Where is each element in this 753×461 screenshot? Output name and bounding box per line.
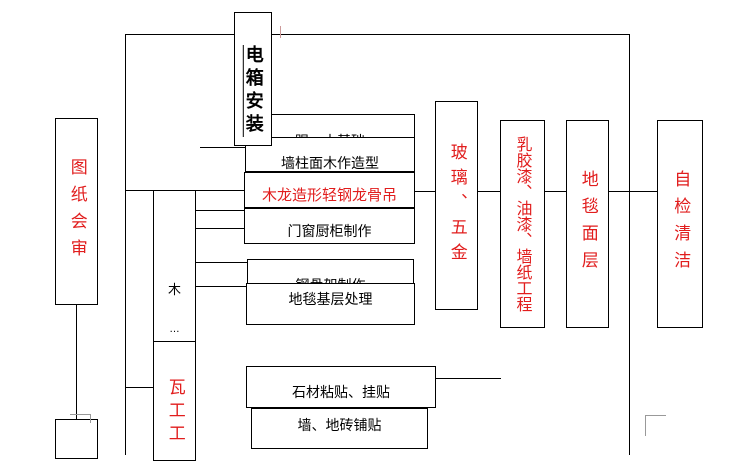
- glass-hardware-label: 玻璃、五金: [446, 143, 467, 268]
- corner-mark-right: [645, 415, 666, 436]
- connector-wood-3: [195, 210, 244, 211]
- task-door-cabinet-label: 门窗厨柜制作: [287, 224, 372, 240]
- task-tile-label: 墙、地砖铺贴: [297, 418, 382, 434]
- glass-hardware-box: 玻璃、五金: [435, 101, 478, 310]
- frame-left-line: [125, 34, 126, 455]
- task-wood-keel-box: 木龙造形轻钢龙骨吊: [244, 172, 415, 208]
- connector-frame-to-tile: [125, 387, 154, 388]
- wood-label: 木: [167, 283, 181, 298]
- connector-tasks-to-glass: [414, 191, 436, 192]
- self-inspect-label: 自检清洁: [670, 170, 691, 278]
- drawing-review-box: 图纸会审: [55, 118, 98, 305]
- frame-right-line: [629, 34, 630, 455]
- wood-work-box: 木 …: [153, 190, 196, 342]
- task-carpet-base-box: 地毯基层处理: [246, 283, 415, 325]
- frame-top-line: [125, 34, 630, 35]
- carpet-surface-box: 地毯面层: [566, 120, 609, 328]
- task-wall-wood-label: 墙柱面木作造型: [281, 156, 379, 172]
- drawing-review-label: 图纸会审: [66, 157, 87, 266]
- electrical-box: 电箱安装: [234, 12, 272, 146]
- connector-wood-2: [195, 190, 244, 191]
- task-wall-wood-box: 墙柱面木作造型: [245, 137, 415, 172]
- connector-paint-to-carpet: [545, 191, 567, 192]
- carpet-surface-label: 地毯面层: [577, 170, 598, 278]
- connector-wood-5: [195, 262, 247, 263]
- tile-work-box: 瓦工工: [153, 341, 196, 461]
- electrical-box-label: 电箱安装: [242, 45, 264, 137]
- cursor-mark: [280, 26, 281, 38]
- connector-review-down: [76, 304, 77, 420]
- wood-label-cut: …: [169, 324, 180, 335]
- connector-wood-6: [195, 286, 247, 287]
- task-carpet-base-label: 地毯基层处理: [288, 292, 373, 308]
- latex-paint-box: 乳胶漆、油漆、墙纸工程: [500, 120, 545, 328]
- connector-carpet-to-inspect: [608, 191, 658, 192]
- connector-stone-right: [436, 378, 501, 379]
- connector-glass-to-paint: [477, 191, 501, 192]
- task-wood-keel-label: 木龙造形轻钢龙骨吊: [261, 186, 397, 204]
- task-door-cabinet-box: 门窗厨柜制作: [244, 208, 415, 244]
- corner-mark-left: [70, 414, 91, 423]
- connector-frame-to-wood: [125, 190, 154, 191]
- bottom-left-box: [55, 419, 98, 459]
- latex-paint-label: 乳胶漆、油漆、墙纸工程: [513, 136, 533, 312]
- connector-wood-4: [195, 228, 244, 229]
- task-stone-label: 石材粘贴、挂贴: [292, 385, 390, 401]
- task-stone-box: 石材粘贴、挂贴: [246, 366, 436, 408]
- tile-work-label: 瓦工工: [164, 378, 185, 447]
- task-tile-box: 墙、地砖铺贴: [251, 408, 428, 449]
- connector-wood-1: [200, 147, 245, 148]
- self-inspect-box: 自检清洁: [657, 120, 703, 328]
